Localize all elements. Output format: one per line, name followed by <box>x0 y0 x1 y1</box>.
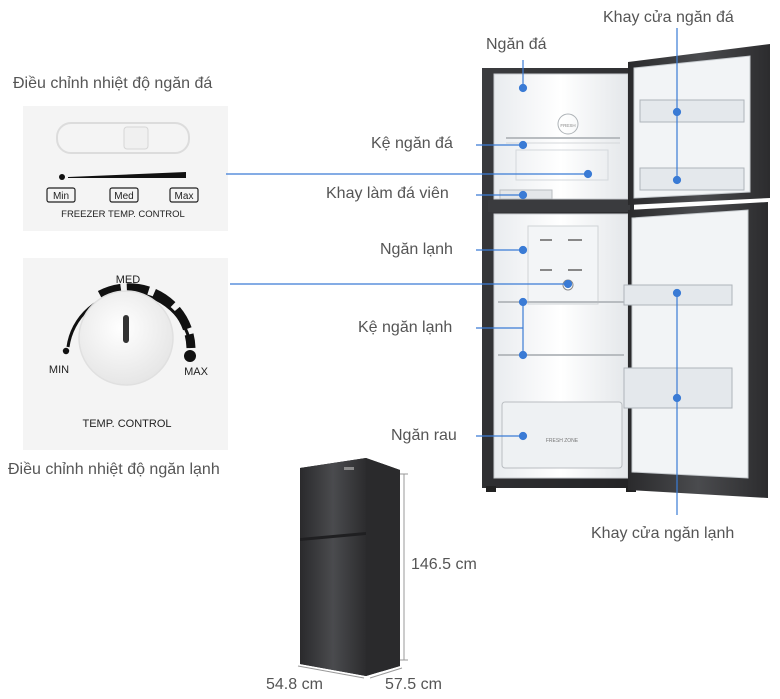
dial-min-label: MIN <box>49 364 69 376</box>
label-crisper: Ngăn rau <box>391 427 457 444</box>
callouts <box>226 28 682 515</box>
svg-text:FRESH ZONE: FRESH ZONE <box>546 438 579 444</box>
fridge-control-panel: MED MIN MAX TEMP. CONTROL <box>23 258 228 450</box>
crisper-drawer <box>501 401 623 469</box>
label-freezer-door-tray: Khay cửa ngăn đá <box>603 9 734 26</box>
freezer-panel-caption: FREEZER TEMP. CONTROL <box>61 209 185 220</box>
label-fridge-door-tray: Khay cửa ngăn lạnh <box>591 525 735 542</box>
dial-min-dot <box>62 347 70 355</box>
label-freezer-compartment: Ngăn đá <box>486 36 547 53</box>
dial-max-label: MAX <box>184 366 209 378</box>
svg-text:FRESH: FRESH <box>560 123 575 128</box>
dial-med-label: MED <box>116 274 141 286</box>
freezer-level-min <box>46 187 76 203</box>
freezer-door-tray-upper <box>639 99 745 123</box>
label-fridge-compartment: Ngăn lạnh <box>380 241 453 258</box>
freezer-level-max <box>169 187 199 203</box>
label-ice-tray: Khay làm đá viên <box>326 185 449 202</box>
fridge-control-title: Điều chỉnh nhiệt độ ngăn lạnh <box>8 461 220 478</box>
dimension-depth: 57.5 cm <box>385 676 442 693</box>
fridge-door-tray-lower <box>623 367 733 409</box>
closed-refrigerator <box>297 458 408 679</box>
freezer-level-max-label: Max <box>175 191 194 202</box>
fresh-badge <box>557 113 579 135</box>
freezer-control-title: Điều chỉnh nhiệt độ ngăn đá <box>13 75 213 92</box>
freezer-level-med-label: Med <box>114 191 133 202</box>
open-refrigerator: FRESH FRESH ZONE <box>482 44 770 498</box>
freezer-level-med <box>109 187 139 203</box>
freezer-control-panel: Min Med Max FREEZER TEMP. CONTROL <box>23 106 228 231</box>
freezer-level-min-label: Min <box>53 191 69 202</box>
dimension-width: 54.8 cm <box>266 676 323 693</box>
dimension-height: 146.5 cm <box>411 556 477 573</box>
label-fridge-shelf: Kệ ngăn lạnh <box>358 319 453 336</box>
dial-pointer <box>123 315 129 343</box>
label-freezer-shelf: Kệ ngăn đá <box>371 135 453 152</box>
dial-max-dot <box>184 350 196 362</box>
fridge-panel-caption: TEMP. CONTROL <box>82 418 171 430</box>
freezer-door-tray-lower <box>639 167 745 191</box>
callout-freezer-dot <box>518 83 528 93</box>
